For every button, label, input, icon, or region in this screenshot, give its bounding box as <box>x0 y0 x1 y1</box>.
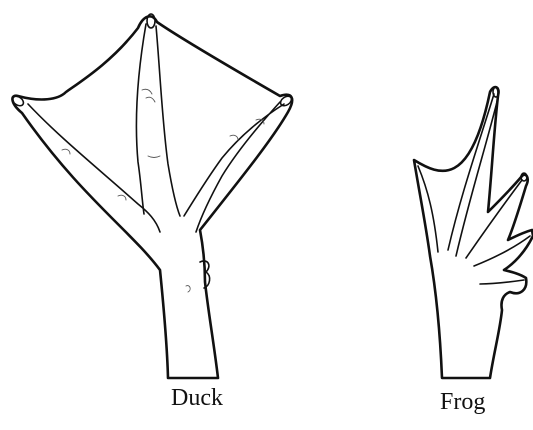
frog-foot <box>414 87 533 378</box>
frog-foot-outline <box>414 87 533 378</box>
duck-foot-outline <box>12 16 292 378</box>
duck-label: Duck <box>171 386 223 410</box>
frog-label: Frog <box>440 390 485 414</box>
duck-foot <box>11 14 293 378</box>
